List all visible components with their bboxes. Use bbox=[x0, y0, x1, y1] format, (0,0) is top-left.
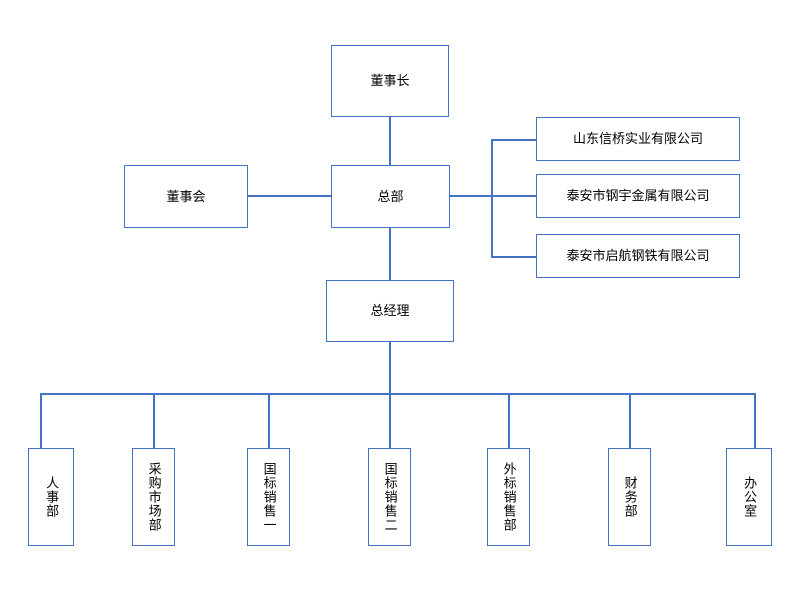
connector-dept-3-drop bbox=[268, 393, 270, 448]
connector-dept-6-drop bbox=[629, 393, 631, 448]
connector-general-manager-dept-bus bbox=[389, 342, 391, 394]
connector-dept-2-drop bbox=[153, 393, 155, 448]
node-department-national-sales-1-label: 国标销售一 bbox=[261, 462, 277, 532]
node-department-purchasing-market-label: 采购市场部 bbox=[146, 462, 162, 532]
connector-dept-4-drop bbox=[389, 393, 391, 448]
connector-subsidiary-vertical-bus bbox=[491, 139, 493, 257]
connector-headquarters-subsidiary-bus bbox=[450, 195, 492, 197]
node-subsidiary-3[interactable]: 泰安市启航钢铁有限公司 bbox=[536, 234, 740, 278]
node-department-national-sales-2[interactable]: 国标销售二 bbox=[368, 448, 411, 546]
connector-subsidiary-1 bbox=[491, 139, 536, 141]
node-subsidiary-1[interactable]: 山东信桥实业有限公司 bbox=[536, 117, 740, 161]
node-department-finance[interactable]: 财务部 bbox=[608, 448, 651, 546]
connector-subsidiary-2 bbox=[491, 195, 536, 197]
connector-subsidiary-3 bbox=[491, 256, 536, 258]
connector-dept-7-drop bbox=[754, 393, 756, 448]
node-subsidiary-1-label: 山东信桥实业有限公司 bbox=[572, 131, 703, 147]
connector-board-headquarters bbox=[248, 195, 331, 197]
node-headquarters[interactable]: 总部 bbox=[331, 165, 450, 228]
node-subsidiary-2[interactable]: 泰安市钢宇金属有限公司 bbox=[536, 174, 740, 218]
node-chairman[interactable]: 董事长 bbox=[331, 45, 449, 117]
node-chairman-label: 董事长 bbox=[370, 73, 410, 89]
node-department-office[interactable]: 办公室 bbox=[726, 448, 772, 546]
node-subsidiary-2-label: 泰安市钢宇金属有限公司 bbox=[566, 188, 710, 204]
node-department-export-sales[interactable]: 外标销售部 bbox=[487, 448, 530, 546]
node-department-finance-label: 财务部 bbox=[622, 476, 638, 518]
node-subsidiary-3-label: 泰安市启航钢铁有限公司 bbox=[566, 248, 710, 264]
node-department-hr-label: 人事部 bbox=[44, 476, 60, 518]
node-general-manager[interactable]: 总经理 bbox=[326, 280, 454, 342]
connector-department-bus bbox=[40, 393, 755, 395]
node-board-label: 董事会 bbox=[166, 188, 206, 204]
node-department-export-sales-label: 外标销售部 bbox=[501, 462, 517, 532]
connector-dept-5-drop bbox=[508, 393, 510, 448]
node-board[interactable]: 董事会 bbox=[124, 165, 248, 228]
node-department-national-sales-2-label: 国标销售二 bbox=[382, 462, 398, 532]
node-general-manager-label: 总经理 bbox=[370, 303, 410, 319]
connector-dept-1-drop bbox=[40, 393, 42, 448]
node-department-office-label: 办公室 bbox=[742, 476, 758, 518]
connector-headquarters-general-manager bbox=[389, 227, 391, 280]
node-department-national-sales-1[interactable]: 国标销售一 bbox=[247, 448, 290, 546]
node-department-purchasing-market[interactable]: 采购市场部 bbox=[132, 448, 175, 546]
connector-chairman-headquarters bbox=[389, 117, 391, 165]
node-department-hr[interactable]: 人事部 bbox=[28, 448, 74, 546]
node-headquarters-label: 总部 bbox=[377, 188, 404, 204]
